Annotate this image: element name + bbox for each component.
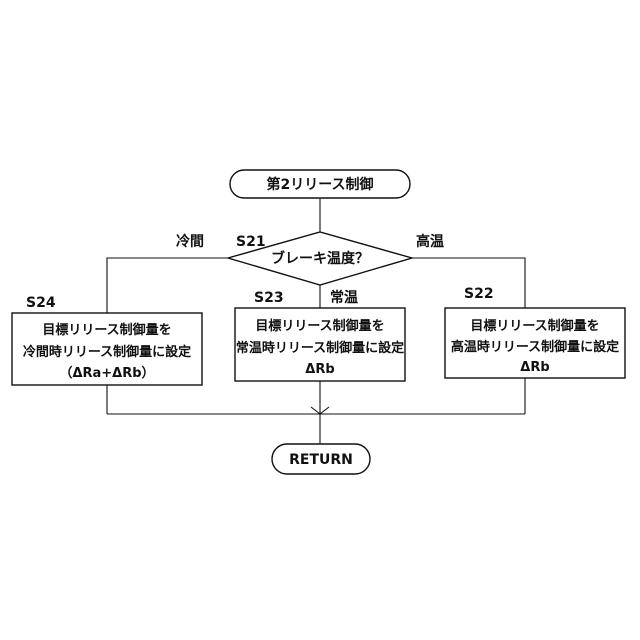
end-terminator: RETURN [272,444,370,474]
s22-line2: 高温時リリース制御量に設定 [451,339,619,355]
process-box-s24: 目標リリース制御量を 冷間時リリース制御量に設定 （ΔRa+ΔRb） [12,313,202,385]
start-terminator: 第2リリース制御 [230,170,410,198]
decision-step-id: S21 [236,234,266,250]
s24-line3: （ΔRa+ΔRb） [59,365,154,381]
s24-line1: 目標リリース制御量を [42,322,171,338]
s24-line2: 冷間時リリース制御量に設定 [23,344,191,360]
s23-line3: ΔRb [305,362,334,377]
branch-label-hot: 高温 [416,233,444,250]
decision-node: ブレーキ温度？ S21 [228,232,412,285]
step-id-s24: S24 [26,295,56,311]
end-label: RETURN [289,452,353,468]
s22-line3: ΔRb [520,360,549,375]
s23-line1: 目標リリース制御量を [255,318,384,334]
start-label: 第2リリース制御 [266,176,373,193]
decision-label: ブレーキ温度？ [271,250,369,267]
connector-left-branch [107,258,228,313]
process-box-s22: 目標リリース制御量を 高温時リリース制御量に設定 ΔRb [445,308,625,378]
merge-mark-left [311,407,320,414]
merge-mark-right [320,407,329,414]
step-id-s23: S23 [254,290,284,306]
s23-line2: 常温時リリース制御量に設定 [236,340,404,356]
step-id-s22: S22 [464,286,494,302]
branch-label-normal: 常温 [330,289,358,306]
process-box-s23: 目標リリース制御量を 常温時リリース制御量に設定 ΔRb [235,308,405,381]
s22-line1: 目標リリース制御量を [470,318,599,334]
branch-label-cold: 冷間 [176,233,204,250]
